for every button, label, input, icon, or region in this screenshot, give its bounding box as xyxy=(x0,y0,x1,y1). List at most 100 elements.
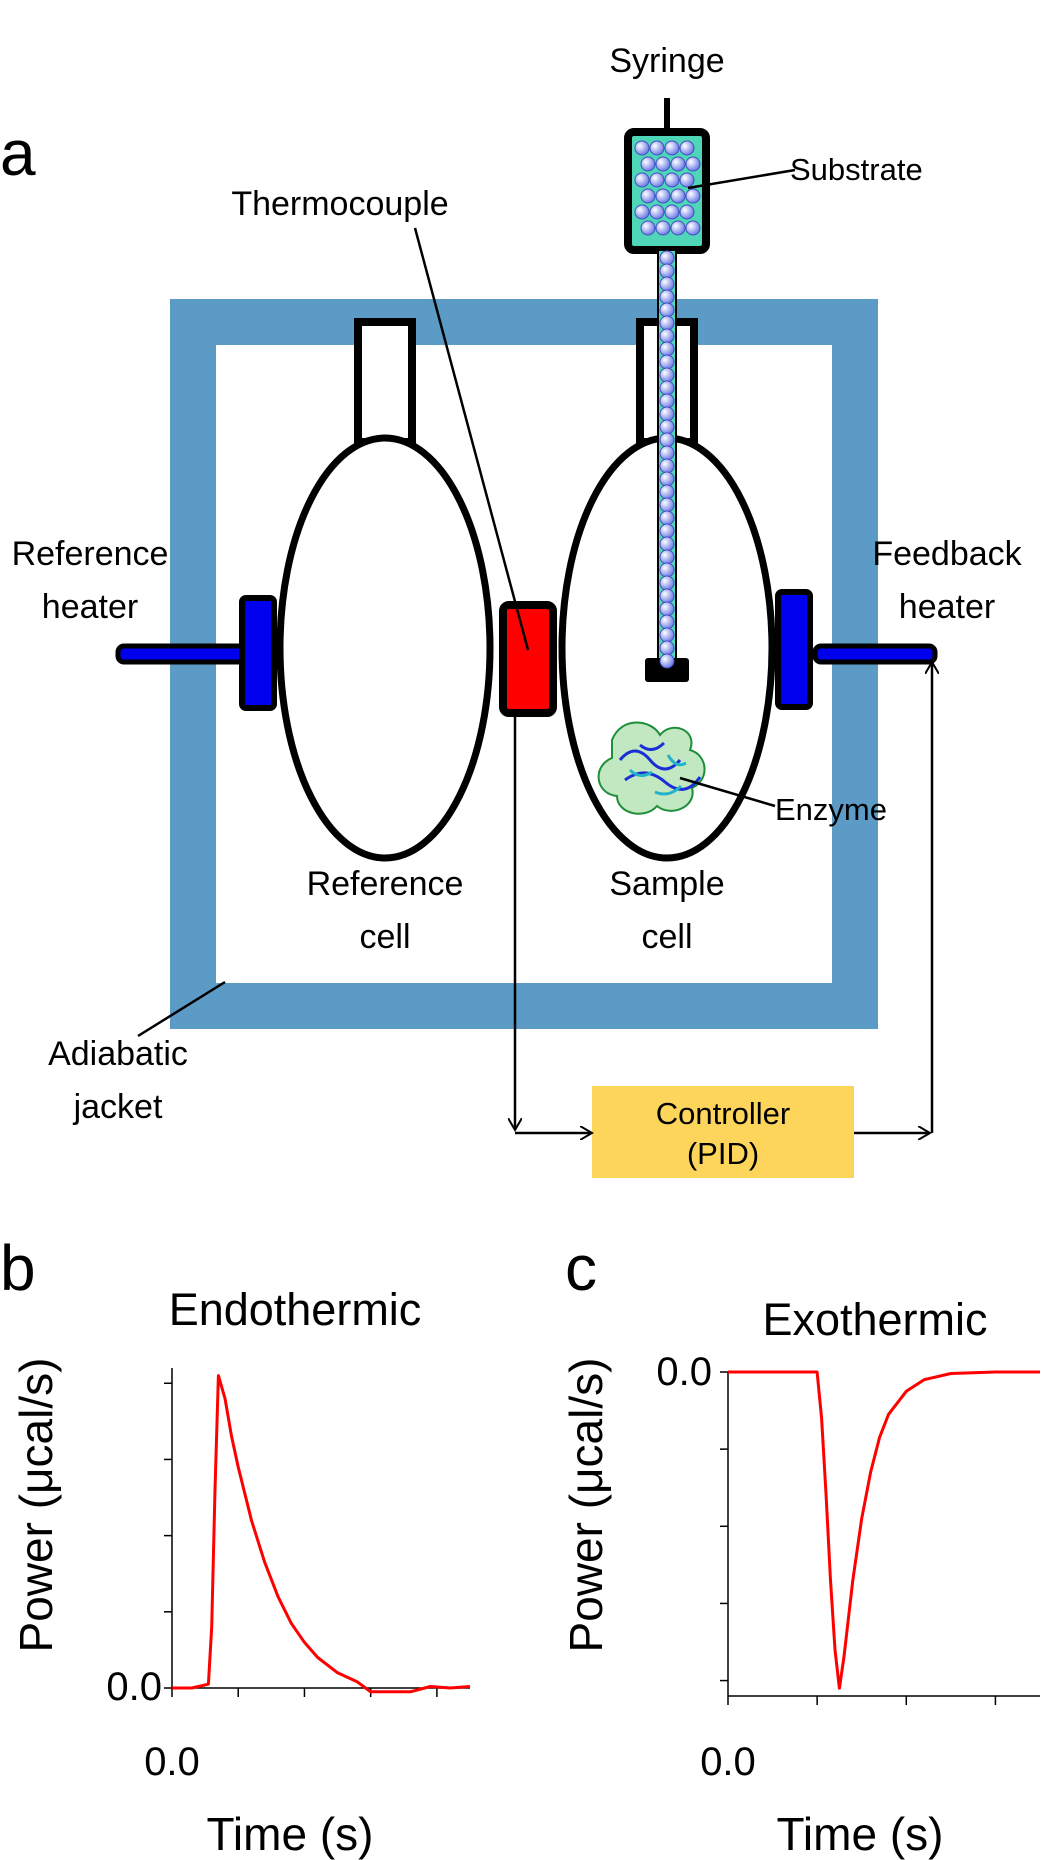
needle-bead xyxy=(659,497,675,513)
substrate-bead xyxy=(670,156,686,172)
feedback-heater xyxy=(775,589,938,710)
needle-bead xyxy=(659,341,675,357)
needle-beads xyxy=(659,250,675,669)
needle-bead xyxy=(659,627,675,643)
chart-b-ytick-label: 0.0 xyxy=(106,1665,162,1709)
substrate-bead xyxy=(655,188,671,204)
substrate-bead xyxy=(679,172,695,188)
needle-bead xyxy=(659,354,675,370)
controller-label-line2: (PID) xyxy=(687,1136,759,1171)
needle-bead xyxy=(659,302,675,318)
substrate-bead xyxy=(670,188,686,204)
needle-bead xyxy=(659,393,675,409)
controller-label-line1: Controller xyxy=(656,1096,790,1131)
feedback-heater-label-line1: Feedback xyxy=(872,535,1022,573)
reference-cell-label-line2: cell xyxy=(359,918,410,956)
needle-tip xyxy=(645,658,689,682)
substrate-bead xyxy=(685,156,701,172)
chart-c-plot xyxy=(720,1370,1040,1705)
substrate-bead xyxy=(685,188,701,204)
adiabatic-jacket-label-line2: jacket xyxy=(73,1088,163,1126)
syringe-label: Syringe xyxy=(609,42,724,80)
panel-c: c Exothermic Power (μcal/s) Time (s) 0.0… xyxy=(560,1232,1040,1860)
substrate-bead xyxy=(664,140,680,156)
thermocouple xyxy=(499,601,557,717)
substrate-leader xyxy=(687,168,796,190)
substrate-bead xyxy=(679,140,695,156)
needle-bead xyxy=(659,549,675,565)
substrate-bead xyxy=(640,220,656,236)
substrate-bead xyxy=(640,156,656,172)
reference-heater-label-line1: Reference xyxy=(12,535,169,573)
panel-letter-a: a xyxy=(0,117,36,189)
adiabatic-jacket-label-line1: Adiabatic xyxy=(48,1035,188,1073)
reference-cell-label-line1: Reference xyxy=(307,865,464,903)
needle-bead xyxy=(659,315,675,331)
series-line xyxy=(728,1370,1040,1690)
panel-letter-c: c xyxy=(565,1232,597,1304)
chart-c-ylabel: Power (μcal/s) xyxy=(560,1358,612,1653)
reference-heater xyxy=(115,595,277,711)
controller-box xyxy=(592,1086,854,1178)
substrate-bead xyxy=(649,172,665,188)
substrate-bead xyxy=(634,204,650,220)
sample-cell-label-line1: Sample xyxy=(609,865,724,903)
needle-bead xyxy=(659,419,675,435)
jacket-leader xyxy=(137,980,226,1038)
needle-bead xyxy=(659,328,675,344)
substrate-bead xyxy=(685,220,701,236)
chart-c-title: Exothermic xyxy=(762,1294,987,1345)
needle-bead xyxy=(659,471,675,487)
needle-bead xyxy=(659,562,675,578)
series-line xyxy=(172,1374,471,1694)
needle-bead xyxy=(659,614,675,630)
needle-bead xyxy=(659,367,675,383)
needle-bead xyxy=(659,380,675,396)
chart-c-xlabel: Time (s) xyxy=(777,1808,944,1860)
panel-b: b Endothermic Power (μcal/s) Time (s) 0.… xyxy=(0,1232,471,1860)
needle-bead xyxy=(659,406,675,422)
control-wiring xyxy=(515,662,932,1133)
sample-cell-label-line2: cell xyxy=(641,918,692,956)
chart-c-xtick-label: 0.0 xyxy=(700,1740,756,1784)
needle-bead xyxy=(659,276,675,292)
syringe xyxy=(624,98,710,682)
substrate-bead xyxy=(649,140,665,156)
enzyme-leader xyxy=(679,776,776,808)
needle-bead xyxy=(659,484,675,500)
panel-a: a xyxy=(0,42,1023,1178)
chart-b-ylabel: Power (μcal/s) xyxy=(10,1358,62,1653)
substrate-beads xyxy=(634,140,701,236)
substrate-bead xyxy=(634,140,650,156)
substrate-bead xyxy=(655,220,671,236)
needle-bead xyxy=(659,601,675,617)
substrate-bead xyxy=(634,172,650,188)
chart-b-xlabel: Time (s) xyxy=(207,1808,374,1860)
needle-bead xyxy=(659,653,675,669)
needle-bead xyxy=(659,523,675,539)
needle-bead xyxy=(659,575,675,591)
needle-bead xyxy=(659,445,675,461)
needle-bead xyxy=(659,263,675,279)
substrate-label: Substrate xyxy=(790,152,923,187)
needle-bead xyxy=(659,432,675,448)
needle-bead xyxy=(659,536,675,552)
feedback-heater-label-line2: heater xyxy=(899,588,995,626)
enzyme-label: Enzyme xyxy=(775,792,887,827)
substrate-bead xyxy=(640,188,656,204)
thermocouple-leader xyxy=(413,227,530,651)
reference-cell-neck xyxy=(354,318,416,446)
needle-bead xyxy=(659,588,675,604)
substrate-bead xyxy=(670,220,686,236)
substrate-bead xyxy=(664,172,680,188)
reference-heater-label-line2: heater xyxy=(42,588,138,626)
needle-bead xyxy=(659,510,675,526)
substrate-bead xyxy=(655,156,671,172)
needle-bead xyxy=(659,458,675,474)
chart-b-title: Endothermic xyxy=(169,1284,422,1335)
reference-cell xyxy=(276,434,494,862)
needle-bead xyxy=(659,640,675,656)
substrate-bead xyxy=(679,204,695,220)
chart-b-xtick-label: 0.0 xyxy=(144,1740,200,1784)
